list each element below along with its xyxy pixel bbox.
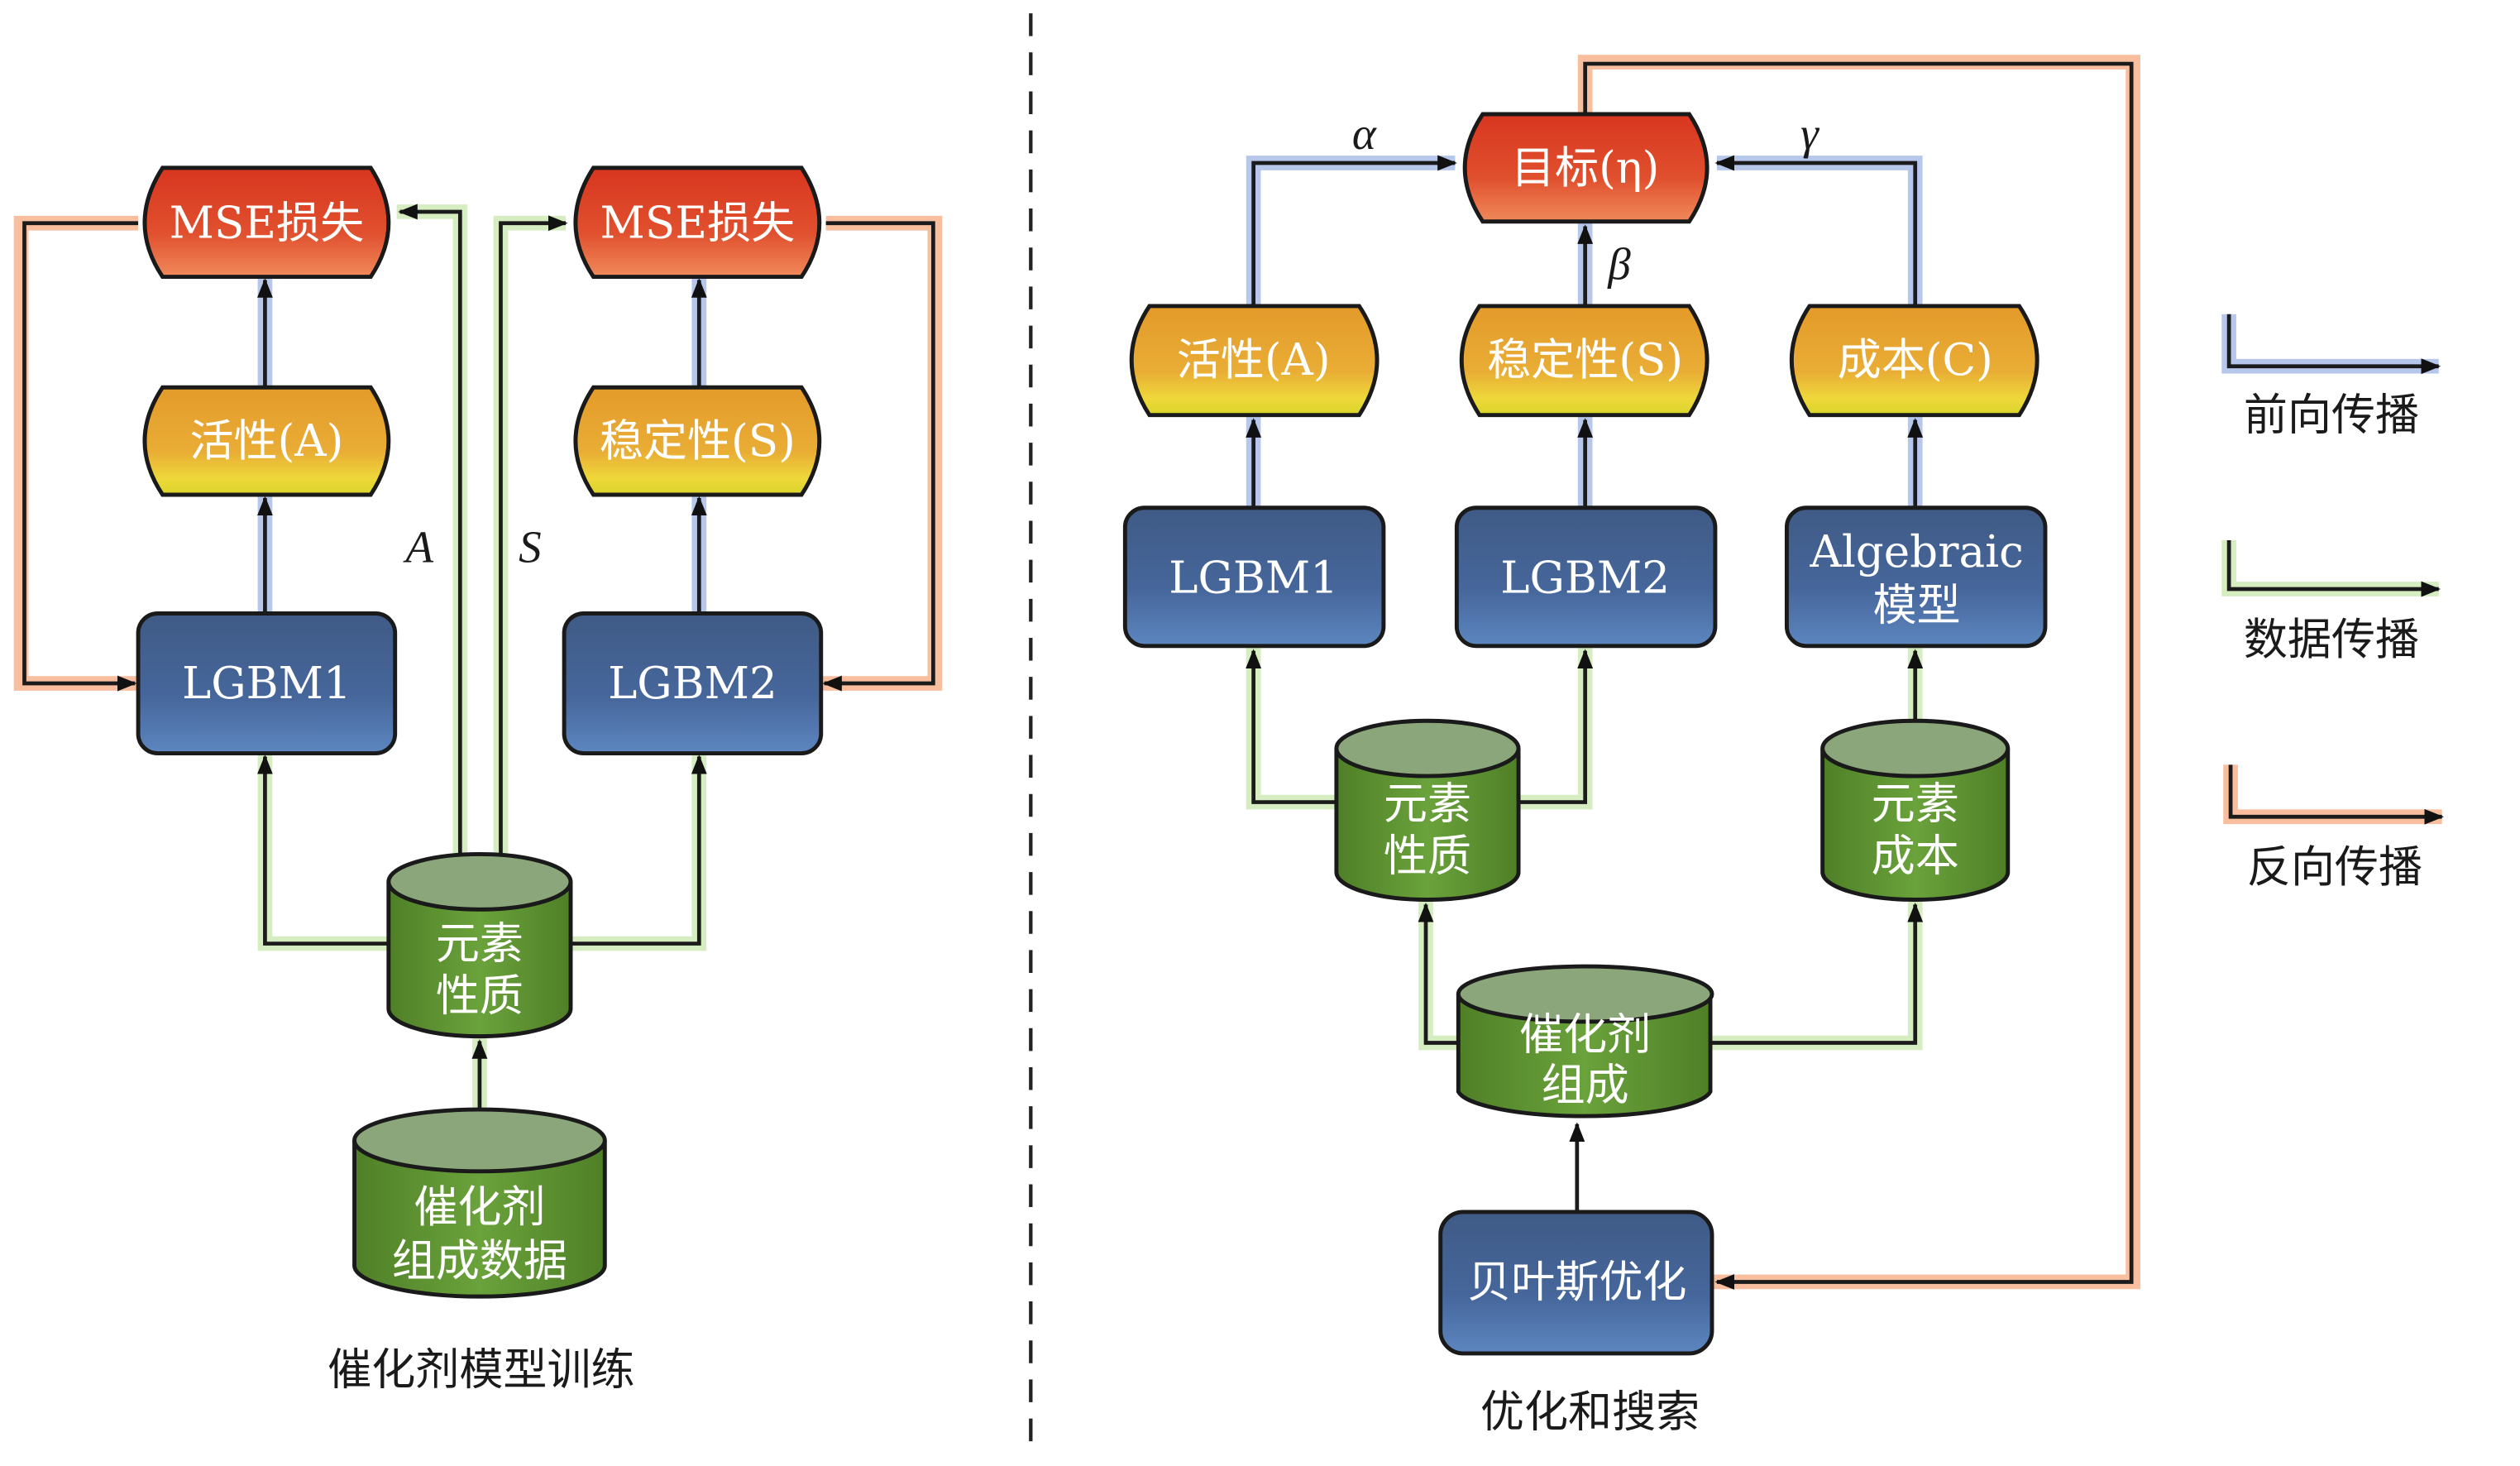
- data-glow-l2: [570, 753, 707, 951]
- backward-arrow-left: [22, 221, 139, 692]
- left-element-props-line2: 性质: [436, 970, 524, 1021]
- left-composition-line1: 催化剂: [414, 1181, 545, 1233]
- right-algebraic-line1: Algebraic: [1810, 526, 2024, 577]
- right-element-cost-db[interactable]: 元素 成本: [1820, 718, 2011, 902]
- legend-backward: 反向传播: [2223, 764, 2445, 893]
- right-element-props-line1: 元素: [1384, 779, 1471, 830]
- right-wires: [1246, 55, 2140, 1290]
- left-activity-node[interactable]: 活性(A): [142, 385, 391, 497]
- right-stability-label: 稳定性(S): [1487, 334, 1683, 386]
- right-algebraic-node[interactable]: Algebraic 模型: [1784, 505, 2048, 649]
- right-caption: 优化和搜索: [1480, 1387, 1700, 1438]
- backward-glow-left: [13, 215, 139, 691]
- left-lgbm1-label: LGBM1: [182, 658, 351, 709]
- left-stability-node[interactable]: 稳定性(S): [573, 385, 822, 497]
- right-element-props-db[interactable]: 元素 性质: [1334, 718, 1521, 902]
- right-label-beta: β: [1607, 238, 1631, 289]
- left-composition-db[interactable]: 催化剂 组成数据: [352, 1107, 607, 1299]
- left-caption: 催化剂模型训练: [328, 1344, 634, 1396]
- fwd-glow-alpha: [1246, 156, 1456, 306]
- left-loss2-node[interactable]: MSE损失: [573, 165, 822, 280]
- legend-data-glow: [2221, 540, 2439, 596]
- left-activity-label: 活性(A): [189, 415, 343, 467]
- right-label-alpha: α: [1352, 108, 1377, 159]
- right-lgbm1-node[interactable]: LGBM1: [1122, 505, 1386, 649]
- right-lgbm1-label: LGBM1: [1169, 552, 1338, 603]
- right-composition-line1: 催化剂: [1519, 1009, 1651, 1061]
- data-glow-l1: [257, 753, 389, 951]
- left-composition-line2: 组成数据: [392, 1235, 567, 1286]
- right-activity-node[interactable]: 活性(A): [1129, 304, 1380, 418]
- legend-backward-glow: [2223, 764, 2442, 825]
- fwd-arrow-activity-objective: [1251, 155, 1457, 306]
- data-arrow-to-lgbm2: [570, 755, 707, 946]
- right-label-gamma: γ: [1800, 108, 1819, 159]
- backward-glow-right: [820, 215, 943, 691]
- right-element-cost-line2: 成本: [1872, 830, 1959, 881]
- legend-forward-label: 前向传播: [2244, 390, 2419, 441]
- fwd-glow-gamma: [1716, 156, 1923, 306]
- left-lgbm2-label: LGBM2: [608, 658, 777, 709]
- left-label-s: S: [519, 521, 542, 572]
- left-element-props-line1: 元素: [436, 918, 524, 970]
- right-element-cost-line1: 元素: [1872, 779, 1959, 830]
- left-lgbm2-node[interactable]: LGBM2: [562, 611, 824, 756]
- fwd-arrow-cost-objective: [1714, 155, 1918, 306]
- legend-forward-glow: [2221, 314, 2439, 374]
- data-arrow-comp-cost: [1710, 903, 1924, 1045]
- left-lgbm1-node[interactable]: LGBM1: [136, 611, 398, 756]
- right-objective-node[interactable]: 目标(η): [1462, 112, 1709, 224]
- backward-arrow-right: [822, 221, 935, 692]
- right-composition-db[interactable]: 催化剂 组成: [1456, 964, 1714, 1119]
- left-wires: [13, 204, 943, 1112]
- right-lgbm2-label: LGBM2: [1500, 552, 1670, 603]
- left-loss1-label: MSE损失: [170, 198, 365, 249]
- legend-backward-arrow-icon: [2228, 764, 2445, 825]
- right-lgbm2-node[interactable]: LGBM2: [1454, 505, 1718, 649]
- right-cost-label: 成本(C): [1838, 334, 1993, 386]
- left-label-a: A: [402, 521, 433, 572]
- left-loss2-label: MSE损失: [600, 198, 796, 249]
- left-loss1-node[interactable]: MSE损失: [142, 165, 391, 280]
- legend-forward: 前向传播: [2221, 314, 2441, 441]
- legend-data-arrow-icon: [2226, 540, 2441, 597]
- data-arrow-props-lgbm1: [1246, 649, 1337, 804]
- legend-forward-arrow-icon: [2226, 314, 2441, 375]
- right-activity-label: 活性(A): [1177, 334, 1331, 386]
- left-stability-label: 稳定性(S): [600, 415, 796, 467]
- data-arrow-a-to-loss1: [398, 204, 462, 860]
- right-element-props-line2: 性质: [1384, 830, 1471, 881]
- legend-backward-label: 反向传播: [2247, 841, 2422, 893]
- left-element-props-db[interactable]: 元素 性质: [386, 851, 573, 1039]
- legend-data-label: 数据传播: [2244, 614, 2419, 665]
- data-arrow-s-to-loss2: [499, 215, 568, 860]
- right-algebraic-line2: 模型: [1873, 580, 1961, 631]
- right-cost-node[interactable]: 成本(C): [1789, 304, 2039, 418]
- right-bayes-label: 贝叶斯优化: [1467, 1256, 1686, 1307]
- data-arrow-props-lgbm2: [1518, 649, 1594, 804]
- data-arrow-to-lgbm1: [256, 755, 389, 946]
- backward-arrow-objective-to-bayes: [1583, 61, 2134, 1290]
- right-stability-node[interactable]: 稳定性(S): [1459, 304, 1709, 418]
- data-arrow-comp-props: [1418, 903, 1459, 1045]
- right-objective-label: 目标(η): [1511, 142, 1659, 194]
- right-bayes-node[interactable]: 贝叶斯优化: [1438, 1210, 1714, 1356]
- legend-data: 数据传播: [2221, 540, 2441, 665]
- legend: 前向传播 数据传播 反向传播: [2221, 314, 2445, 893]
- right-composition-line2: 组成: [1542, 1060, 1629, 1111]
